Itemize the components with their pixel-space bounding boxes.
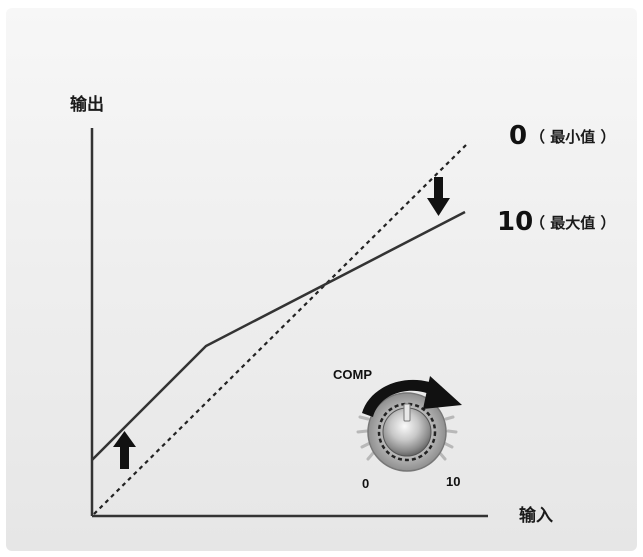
curve-min-value: 0 — [509, 121, 527, 151]
knob-min-label: 0 — [362, 476, 369, 491]
knob-title: COMP — [333, 367, 372, 382]
x-axis-label: 输入 — [519, 505, 553, 526]
y-axis-label: 输出 — [70, 94, 104, 115]
down-arrow-icon — [427, 177, 450, 216]
knob-indicator — [404, 404, 410, 421]
knob-max-label: 10 — [446, 474, 460, 489]
curve-min-note: （ 最小值 ） — [530, 128, 615, 146]
curve-max-value: 10 — [497, 207, 533, 237]
curve-max-note: （ 最大值 ） — [530, 214, 615, 232]
